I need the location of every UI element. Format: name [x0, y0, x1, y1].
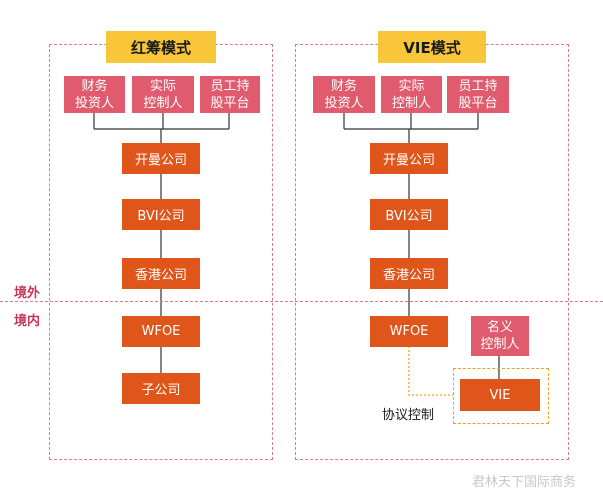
right-cayman-company: 开曼公司	[370, 143, 448, 174]
left-subsidiary: 子公司	[122, 373, 200, 404]
watermark: 君林天下国际商务	[472, 475, 577, 490]
right-wfoe: WFOE	[370, 316, 448, 347]
left-panel-title: 红筹模式	[106, 31, 216, 63]
right-investor-controller: 实际 控制人	[381, 76, 442, 113]
left-investor-controller: 实际 控制人	[132, 76, 194, 113]
left-wfoe: WFOE	[122, 316, 200, 347]
nominee-controller: 名义 控制人	[471, 316, 529, 356]
left-bvi-company: BVI公司	[122, 199, 200, 230]
right-investor-esop: 员工持 股平台	[447, 76, 509, 113]
right-panel-title: VIE模式	[378, 31, 486, 63]
right-bvi-company: BVI公司	[370, 199, 448, 230]
left-cayman-company: 开曼公司	[122, 143, 200, 174]
right-hk-company: 香港公司	[370, 258, 448, 289]
right-investor-financial: 财务 投资人	[313, 76, 375, 113]
left-hk-company: 香港公司	[122, 258, 200, 289]
region-label-inside: 境内	[14, 314, 41, 329]
region-label-outside: 境外	[14, 286, 41, 301]
agreement-control-label: 协议控制	[382, 408, 435, 423]
vie-entity: VIE	[460, 379, 540, 411]
vie-agreement-frame	[453, 368, 549, 424]
left-investor-esop: 员工持 股平台	[200, 76, 260, 113]
left-investor-financial: 财务 投资人	[64, 76, 125, 113]
border-divider	[0, 301, 603, 302]
